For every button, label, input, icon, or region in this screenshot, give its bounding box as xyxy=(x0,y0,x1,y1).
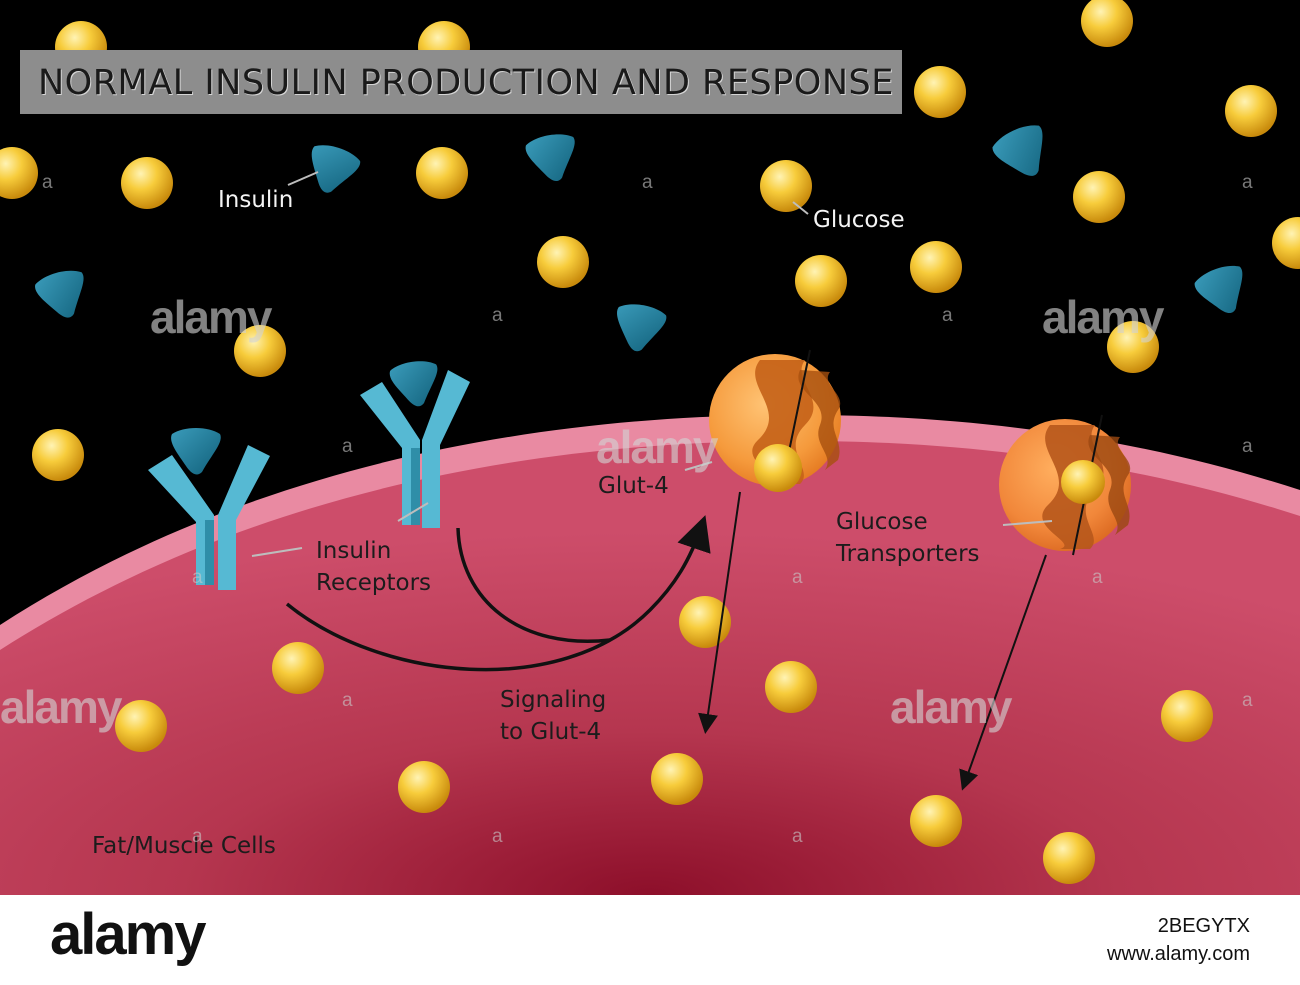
leader-lines xyxy=(251,171,1053,557)
glucose-molecule xyxy=(679,596,731,648)
watermark-brand: alamy xyxy=(890,681,1012,733)
insulin-receptor-left xyxy=(148,428,270,590)
watermark-brand: alamy xyxy=(596,421,718,473)
insulin-molecule xyxy=(610,300,668,356)
glucose-molecule xyxy=(32,429,84,481)
footer-url: www.alamy.com xyxy=(1107,943,1250,965)
watermark-mark: a xyxy=(342,690,353,711)
footer-brand-logo: alamy xyxy=(50,902,206,967)
watermark-mark: a xyxy=(42,172,53,193)
signaling-arrow-1 xyxy=(285,515,711,672)
insulin-molecule xyxy=(1191,260,1255,322)
insulin-receptor-right xyxy=(360,358,470,528)
glucose-molecule xyxy=(910,241,962,293)
label-glucose-transporters-line2: Transporters xyxy=(836,541,980,567)
glucose-molecule xyxy=(1043,832,1095,884)
signaling-arrow-2 xyxy=(456,527,611,643)
insulin-molecule-bound xyxy=(388,358,443,410)
transport-arrow-1 xyxy=(698,491,741,734)
watermark-brand: alamy xyxy=(0,681,122,733)
watermark-mark: a xyxy=(792,567,803,588)
watermark-brand: alamy xyxy=(1042,291,1164,343)
watermark-mark: a xyxy=(642,172,653,193)
glucose-molecule xyxy=(1073,171,1125,223)
glucose-molecule xyxy=(651,753,703,805)
diagram-title: NORMAL INSULIN PRODUCTION AND RESPONSE xyxy=(38,63,894,103)
label-insulin-receptors-line2: Receptors xyxy=(316,570,432,596)
glucose-transporter-2 xyxy=(999,414,1131,556)
watermark-mark: a xyxy=(942,305,953,326)
glucose-molecule xyxy=(121,157,173,209)
glucose-molecule xyxy=(0,147,38,199)
transport-arrow-2 xyxy=(959,554,1047,791)
watermark-mark: a xyxy=(492,826,503,847)
watermark-mark: a xyxy=(1092,567,1103,588)
footer-image-id: 2BEGYTX xyxy=(1157,915,1250,937)
glucose-molecule xyxy=(910,795,962,847)
label-glucose-transporters-line1: Glucose xyxy=(836,509,928,535)
glucose-molecule xyxy=(398,761,450,813)
glucose-molecule xyxy=(914,66,966,118)
insulin-molecule xyxy=(988,119,1058,187)
diagram-artwork xyxy=(0,0,1300,895)
label-fat-muscle-cells: Fat/Muscle Cells xyxy=(92,833,276,859)
glucose-molecule xyxy=(1081,0,1133,47)
insulin-molecule xyxy=(32,266,93,325)
glucose-molecule xyxy=(115,700,167,752)
glucose-molecule xyxy=(1161,690,1213,742)
watermark-mark: a xyxy=(1242,436,1253,457)
label-insulin: Insulin xyxy=(218,187,294,213)
glucose-molecules-inside xyxy=(115,596,1213,884)
glucose-molecule xyxy=(272,642,324,694)
glucose-molecule-in-transport xyxy=(1061,460,1105,504)
watermark-mark: a xyxy=(192,826,203,847)
glucose-molecule xyxy=(760,160,812,212)
watermark-mark: a xyxy=(792,826,803,847)
glucose-molecule xyxy=(795,255,847,307)
label-insulin-receptors-line1: Insulin xyxy=(316,538,392,564)
label-glucose: Glucose xyxy=(813,207,905,233)
label-signaling-line1: Signaling xyxy=(500,687,607,713)
watermark-brand: alamy xyxy=(150,291,272,343)
watermark-footer: alamy 2BEGYTX www.alamy.com xyxy=(0,895,1300,985)
glucose-molecule xyxy=(537,236,589,288)
glucose-molecule xyxy=(765,661,817,713)
glucose-molecule xyxy=(1272,217,1300,269)
glucose-molecule xyxy=(1225,85,1277,137)
watermark-mark: a xyxy=(1242,172,1253,193)
insulin-molecule xyxy=(523,130,582,186)
watermark-mark: a xyxy=(192,567,203,588)
glucose-molecule xyxy=(234,325,286,377)
glucose-molecule-in-transport xyxy=(754,444,802,492)
label-glut4: Glut-4 xyxy=(598,473,669,499)
watermark-mark: a xyxy=(342,436,353,457)
watermark-mark: a xyxy=(1242,690,1253,711)
diagram-title-box: NORMAL INSULIN PRODUCTION AND RESPONSE xyxy=(20,50,902,114)
insulin-molecule xyxy=(301,140,363,200)
glucose-molecule xyxy=(1107,321,1159,373)
glucose-molecules-outside xyxy=(0,0,1300,481)
glucose-transporter-1 xyxy=(709,349,841,492)
glucose-molecule xyxy=(416,147,468,199)
watermark-mark: a xyxy=(492,305,503,326)
label-signaling-line2: to Glut-4 xyxy=(500,719,602,745)
